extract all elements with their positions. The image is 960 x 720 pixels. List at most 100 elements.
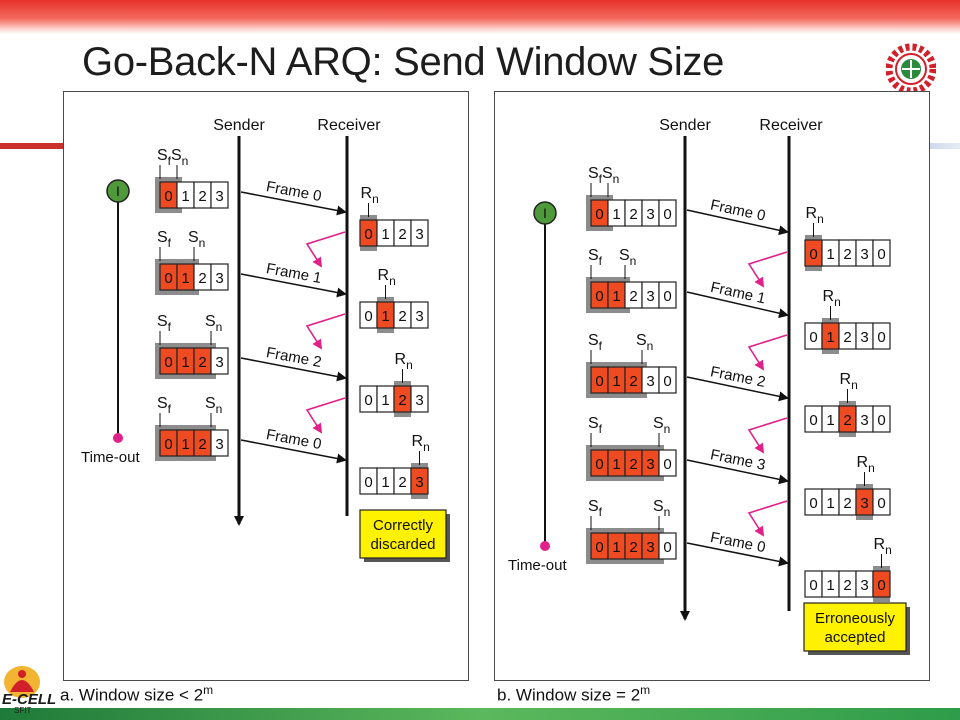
panel_b-timeout-dot	[540, 541, 550, 551]
panel_b-recv-cell-text-0-4: 0	[877, 246, 885, 263]
panel_a-rn-label-2: Rn	[395, 351, 413, 372]
panel_b-result-line2: accepted	[825, 629, 886, 646]
panel_b-send-cell-text-4-0: 0	[595, 539, 603, 556]
panel_b-lost-ack-arrow-1	[747, 334, 788, 371]
panel_a-send-cell-text-0-1: 1	[181, 188, 189, 205]
caption-a: a. Window size < 2m	[60, 683, 213, 706]
panel_b-recv-cell-text-1-2: 2	[843, 329, 851, 346]
panel_b-recv-cell-text-3-0: 0	[809, 495, 817, 512]
panel_a-frame-label-1: Frame 1	[265, 260, 323, 287]
panel_a-send-cell-text-1-2: 2	[198, 270, 206, 287]
panel_a-frame-label-0: Frame 0	[265, 178, 323, 205]
panel_b-sf-label-1: Sf	[588, 247, 603, 268]
panel_a-frame-label-2: Frame 2	[265, 344, 323, 371]
panel_a-rn-label-1: Rn	[378, 267, 396, 288]
panel_b-recv-cell-text-4-0: 0	[809, 577, 817, 594]
panel_a-sf-label-1: Sf	[157, 229, 172, 250]
panel_b-result-box	[803, 602, 907, 652]
panel_b-recv-cell-text-4-2: 2	[843, 577, 851, 594]
panel_a-sn-label-0: Sn	[171, 147, 188, 168]
panel_b-recv-cell-text-3-1: 1	[826, 495, 834, 512]
panel_a-recv-cell-text-1-0: 0	[364, 308, 372, 325]
panel_a-timer-label: I	[116, 183, 120, 199]
panel_b-recv-cell-text-2-4: 0	[877, 412, 885, 429]
panel_b-send-cell-text-2-1: 1	[612, 373, 620, 390]
panel_a-send-cell-text-2-1: 1	[181, 354, 189, 371]
panel_b-recv-cell-text-0-0: 0	[809, 246, 817, 263]
panel_a-recv-cell-text-0-1: 1	[381, 226, 389, 243]
panel_a-recv-cell-text-3-2: 2	[398, 474, 406, 491]
panel_a-sn-label-3: Sn	[205, 395, 222, 416]
panel_b-recv-cell-text-3-2: 2	[843, 495, 851, 512]
panel_b-recv-cell-0-4	[872, 239, 891, 267]
panel_a-sn-label-2: Sn	[205, 313, 222, 334]
panel_b-send-cell-text-1-1: 1	[612, 288, 620, 305]
panel_a-frame-arrow-2	[240, 357, 347, 382]
panel_a-result-box	[359, 509, 447, 559]
panel_b-rn-label-3: Rn	[857, 454, 875, 475]
panel_a-lost-ack-arrow-1	[305, 313, 346, 350]
panel_b-recv-cell-text-0-2: 2	[843, 246, 851, 263]
panel_a-recv-cell-text-3-1: 1	[381, 474, 389, 491]
panel_b-send-cell-text-1-3: 3	[646, 288, 654, 305]
panel_b-lost-ack-arrow-0	[747, 251, 788, 288]
panel_b-send-cell-text-1-0: 0	[595, 288, 603, 305]
panel_b-send-cell-text-0-3: 3	[646, 206, 654, 223]
panel_b-frame-arrow-4	[686, 542, 789, 567]
panel_b-recv-cell-2-4	[872, 405, 891, 433]
caption-a-exponent: m	[203, 683, 214, 697]
panel_a-send-cell-text-2-3: 3	[215, 354, 223, 371]
panel_a-lost-ack-arrow-0	[305, 231, 346, 268]
ecell-logo-icon: E-CELL SFIT	[0, 662, 66, 715]
panel_a-timeout-dot	[113, 433, 123, 443]
panel_b-recv-cell-text-4-4: 0	[877, 577, 885, 594]
panel_a-timer-icon	[106, 179, 130, 203]
panel_b-recv-cell-text-1-4: 0	[877, 329, 885, 346]
panel_a-rn-label-0: Rn	[361, 185, 379, 206]
panel_a-send-cell-1-3	[210, 263, 229, 291]
panel_a-send-cell-text-3-0: 0	[164, 436, 172, 453]
panel_b-lost-ack-arrow-3	[747, 500, 788, 537]
panel_b-rn-label-4: Rn	[874, 536, 892, 557]
panel_b-send-cell-text-2-0: 0	[595, 373, 603, 390]
panel_b-send-cell-text-0-0: 0	[595, 206, 603, 223]
panel_b-lost-ack-arrow-2	[747, 417, 788, 454]
panel_b-recv-cell-text-0-3: 3	[860, 246, 868, 263]
panel_b-rn-label-0: Rn	[806, 205, 824, 226]
panel_b-recv-cell-text-2-2: 2	[843, 412, 851, 429]
panel_a-recv-cell-0-3	[410, 219, 429, 247]
header-gradient-bar	[0, 0, 960, 34]
header-divider-left	[0, 143, 64, 149]
panel_b-send-cell-text-1-4: 0	[663, 288, 671, 305]
panel_b-rn-label-2: Rn	[840, 371, 858, 392]
panel_b-sn-label-3: Sn	[653, 415, 670, 436]
panel_b-recv-cell-text-1-3: 3	[860, 329, 868, 346]
panel_a-send-cell-3-3	[210, 429, 229, 457]
panel_b-recv-cell-text-4-1: 1	[826, 577, 834, 594]
panel_b-sf-label-2: Sf	[588, 332, 603, 353]
panel_b-send-cell-0-4	[658, 199, 677, 227]
panel_b-receiver-label: Receiver	[759, 117, 823, 134]
panel_b-result-line1: Erroneously	[815, 610, 896, 627]
panel_b-recv-cell-text-1-0: 0	[809, 329, 817, 346]
header-divider-right	[929, 143, 960, 149]
caption-a-text: a. Window size < 2	[60, 685, 204, 705]
panel_b-frame-label-3: Frame 3	[709, 446, 767, 474]
panel_b-sf-label-3: Sf	[588, 415, 603, 436]
panel_b-recv-cell-4-4	[872, 570, 891, 598]
panel_b-send-cell-text-2-2: 2	[629, 373, 637, 390]
panel_b-timer-label: I	[543, 205, 547, 221]
panel_b-recv-cell-text-0-1: 1	[826, 246, 834, 263]
panel_a-recv-cell-text-1-3: 3	[415, 308, 423, 325]
panel_a-sf-label-3: Sf	[157, 395, 172, 416]
panel_a-lost-ack-arrow-2	[305, 397, 346, 434]
panel_a-recv-cell-2-3	[410, 385, 429, 413]
panel_b-send-cell-text-3-4: 0	[663, 456, 671, 473]
panel_a-recv-cell-text-1-2: 2	[398, 308, 406, 325]
panel_b-sn-label-0: Sn	[602, 165, 619, 186]
panel_b-timer-icon	[533, 201, 557, 225]
panel_b-send-cell-text-0-2: 2	[629, 206, 637, 223]
panel_b-recv-cell-1-4	[872, 322, 891, 350]
